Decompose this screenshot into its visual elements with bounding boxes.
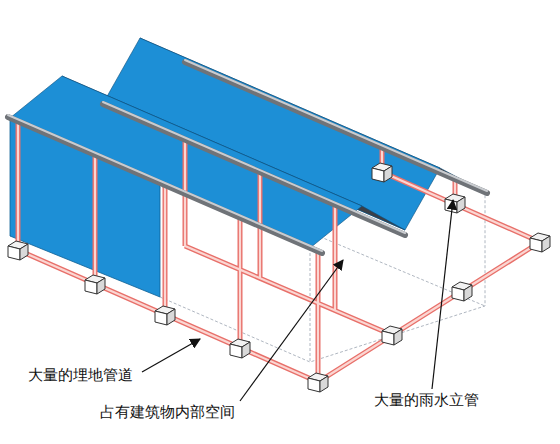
callout-label: 占有建筑物内部空间: [98, 403, 237, 422]
roof: [10, 38, 485, 248]
callout-label: 大量的埋地管道: [26, 366, 135, 385]
gutter: [8, 60, 487, 253]
inspection-chamber: [8, 163, 550, 392]
pipe-network: [18, 121, 540, 382]
leader-line: [142, 200, 453, 401]
callout-label: 大量的雨水立管: [372, 391, 481, 410]
